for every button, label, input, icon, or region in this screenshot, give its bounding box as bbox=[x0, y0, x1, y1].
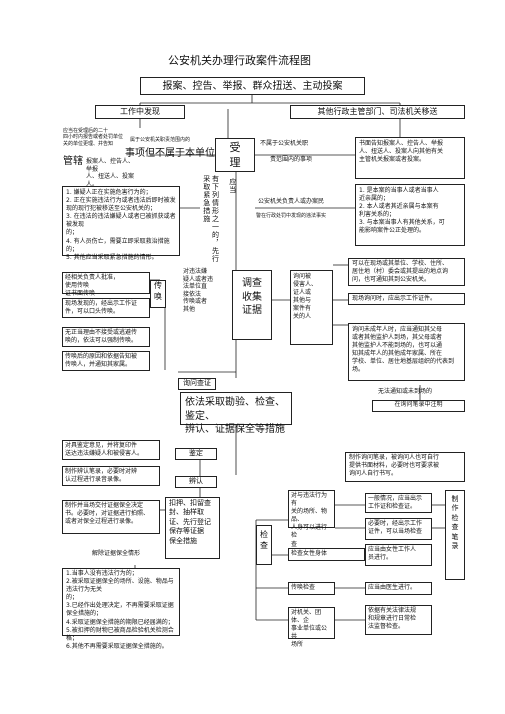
sealing-box: 扣押、扣留查 封、抽样取 证、先行登记 保存等证据 保全措施 bbox=[165, 497, 220, 559]
female-do-box: 应当由女性工作人 员进行。 bbox=[365, 544, 432, 566]
appraisal-box: 鉴定 bbox=[175, 448, 217, 460]
notify-line: 报案人、控告人、举报 人、扭送人、投案人。 bbox=[86, 158, 135, 188]
org-do-box: 依据有关法律法规 和规章进行日常检 法监督检查。 bbox=[365, 605, 432, 635]
not-police-2: 责范围内的事项 bbox=[270, 156, 313, 163]
release-list-box: 1.当事人没有违法行为的； 2.被采取证据保全的场所、设施、物品与违法行为无关 … bbox=[62, 568, 180, 650]
org-check-box: 对机关、团体、企 事业单位或公共 场所 bbox=[288, 607, 335, 648]
work-found-box: 工作中发现 bbox=[95, 105, 185, 119]
direct-summon-note: 对违法嫌 疑人或者违 法单位直 接依法 传唤或者 其他 bbox=[183, 268, 214, 313]
ask-person-box: 询问被 侵害人、 证人或 其他与 案件有 关的人 bbox=[290, 270, 333, 345]
accept-box: 受 理 bbox=[215, 138, 255, 172]
ask-location-box: 可以在现场或其单位、学校、住所、 居住地（村）委会或其提出的地点询 问，也可通知… bbox=[348, 258, 465, 286]
record-write-box: 制作询问笔录，被询问人也可自行 提供书面材料，必要时也可要求被 询问人自行书写。 bbox=[345, 452, 465, 482]
emergency-vertical-note: 有下列情形之一的，先行采取紧急措施 bbox=[202, 175, 220, 263]
summon-after-box: 传唤后的原因和依据告知被 传唤人，并通知其家属。 bbox=[62, 351, 150, 371]
written-notice-box: 书面告知报案人、控告人、举报 人、扭送人、投案人向其他有关 主管机关报案或者投案… bbox=[355, 137, 465, 179]
minor-notice-box: 询问未成年人时，应当通知其父母 或者其他监护人到场，其父母或者 其他监护人不能到… bbox=[348, 323, 465, 381]
urgent-check-box: 必要时，经出示工作 证件，可以当场检查 bbox=[365, 518, 432, 540]
jurisdiction-big: 管辖 bbox=[63, 156, 83, 167]
doctor-check-box: 应当由医生进行。 bbox=[365, 582, 432, 595]
sealing-left-box: 制作并当场交付证据保全决定 书。必要时，对证据进行拍照、 或者对保全过程进行录像… bbox=[62, 500, 160, 534]
recusal-list-box: 1. 是本案的当事人或者当事人 近亲属的； 2. 本人或者其近亲属与本案有 利害… bbox=[355, 184, 465, 246]
female-check-box: 检查女性身体 bbox=[288, 548, 365, 561]
methods-box: 依法采取勘验、检查、鉴定、 辨认、证据保全等措施 bbox=[180, 392, 292, 435]
emergency-list-box: 1. 嫌疑人正在实施危害行为的； 2. 正在实施违法行为或者违法后即时被发 现的… bbox=[62, 186, 180, 261]
onsite-ask-box: 现场询问时，应出示工作证件。 bbox=[348, 293, 465, 305]
summon-box: 传 唤 bbox=[150, 280, 166, 308]
written-summon-box: 经相关负责人批准， 使用传唤 证书面传唤 bbox=[62, 272, 150, 297]
no-reason-box: 无正当理由不接受或逃避传 唤的，依法可以强制传唤。 bbox=[62, 327, 150, 347]
identify-box: 辨认 bbox=[175, 476, 217, 488]
check-box: 检 查 bbox=[256, 525, 272, 565]
general-check-box: 一般情况，应当出示 工作证和检查证。 bbox=[365, 493, 432, 513]
record-note-box: 在询问笔录中注明 bbox=[372, 400, 465, 412]
other-transfer-box: 其他行政主管部门、司法机关移送 bbox=[290, 105, 465, 119]
not-belong-big: 事项但不属于本单位 bbox=[125, 148, 215, 159]
transfer-small: 警在行政处罚中发现的违法事实 bbox=[256, 213, 327, 219]
police-not-punish: 公安机关负责人或办案民 bbox=[258, 198, 325, 205]
appraisal-left-box: 对具鉴定意见，并将复印件 送达违法嫌疑人和被侵害人。 bbox=[62, 440, 160, 460]
not-police-1: 不属于公安机关职 bbox=[260, 140, 309, 147]
intake-box: 报案、控告、举报、群众扭送、主动投案 bbox=[140, 77, 365, 95]
check-place-box: 对与违法行为有 关的场所、物品、 人身可以进行检 查 bbox=[288, 490, 335, 548]
interrogate-box: 询问查证 bbox=[178, 378, 216, 390]
make-record-box: 制 作 检 查 笔 录 bbox=[445, 490, 465, 580]
summon-check-box: 传唤检查 bbox=[288, 582, 335, 595]
not-belong-small: 属于公安机关职责范围内的 bbox=[130, 137, 191, 143]
release-label: 解除证据保全情形 bbox=[92, 550, 141, 557]
page-title: 公安机关办理行政案件流程图 bbox=[168, 54, 311, 67]
onsite-found-box: 现场发现的，经出示工作证 件，可以口头传唤。 bbox=[62, 298, 150, 318]
report-note: 应当在受理后的二十 四小时内报告或者处罚单位 关的单位更理、并告知 bbox=[63, 128, 124, 147]
vertical-note-2: 应当 bbox=[228, 178, 237, 194]
investigate-box: 调查 收集 证据 bbox=[232, 270, 272, 340]
no-adult-note: 无法通知或未到场的 bbox=[378, 388, 433, 395]
identify-left-box: 制作辨认笔录，必要时对辨 认过程进行录音录像。 bbox=[62, 466, 160, 486]
